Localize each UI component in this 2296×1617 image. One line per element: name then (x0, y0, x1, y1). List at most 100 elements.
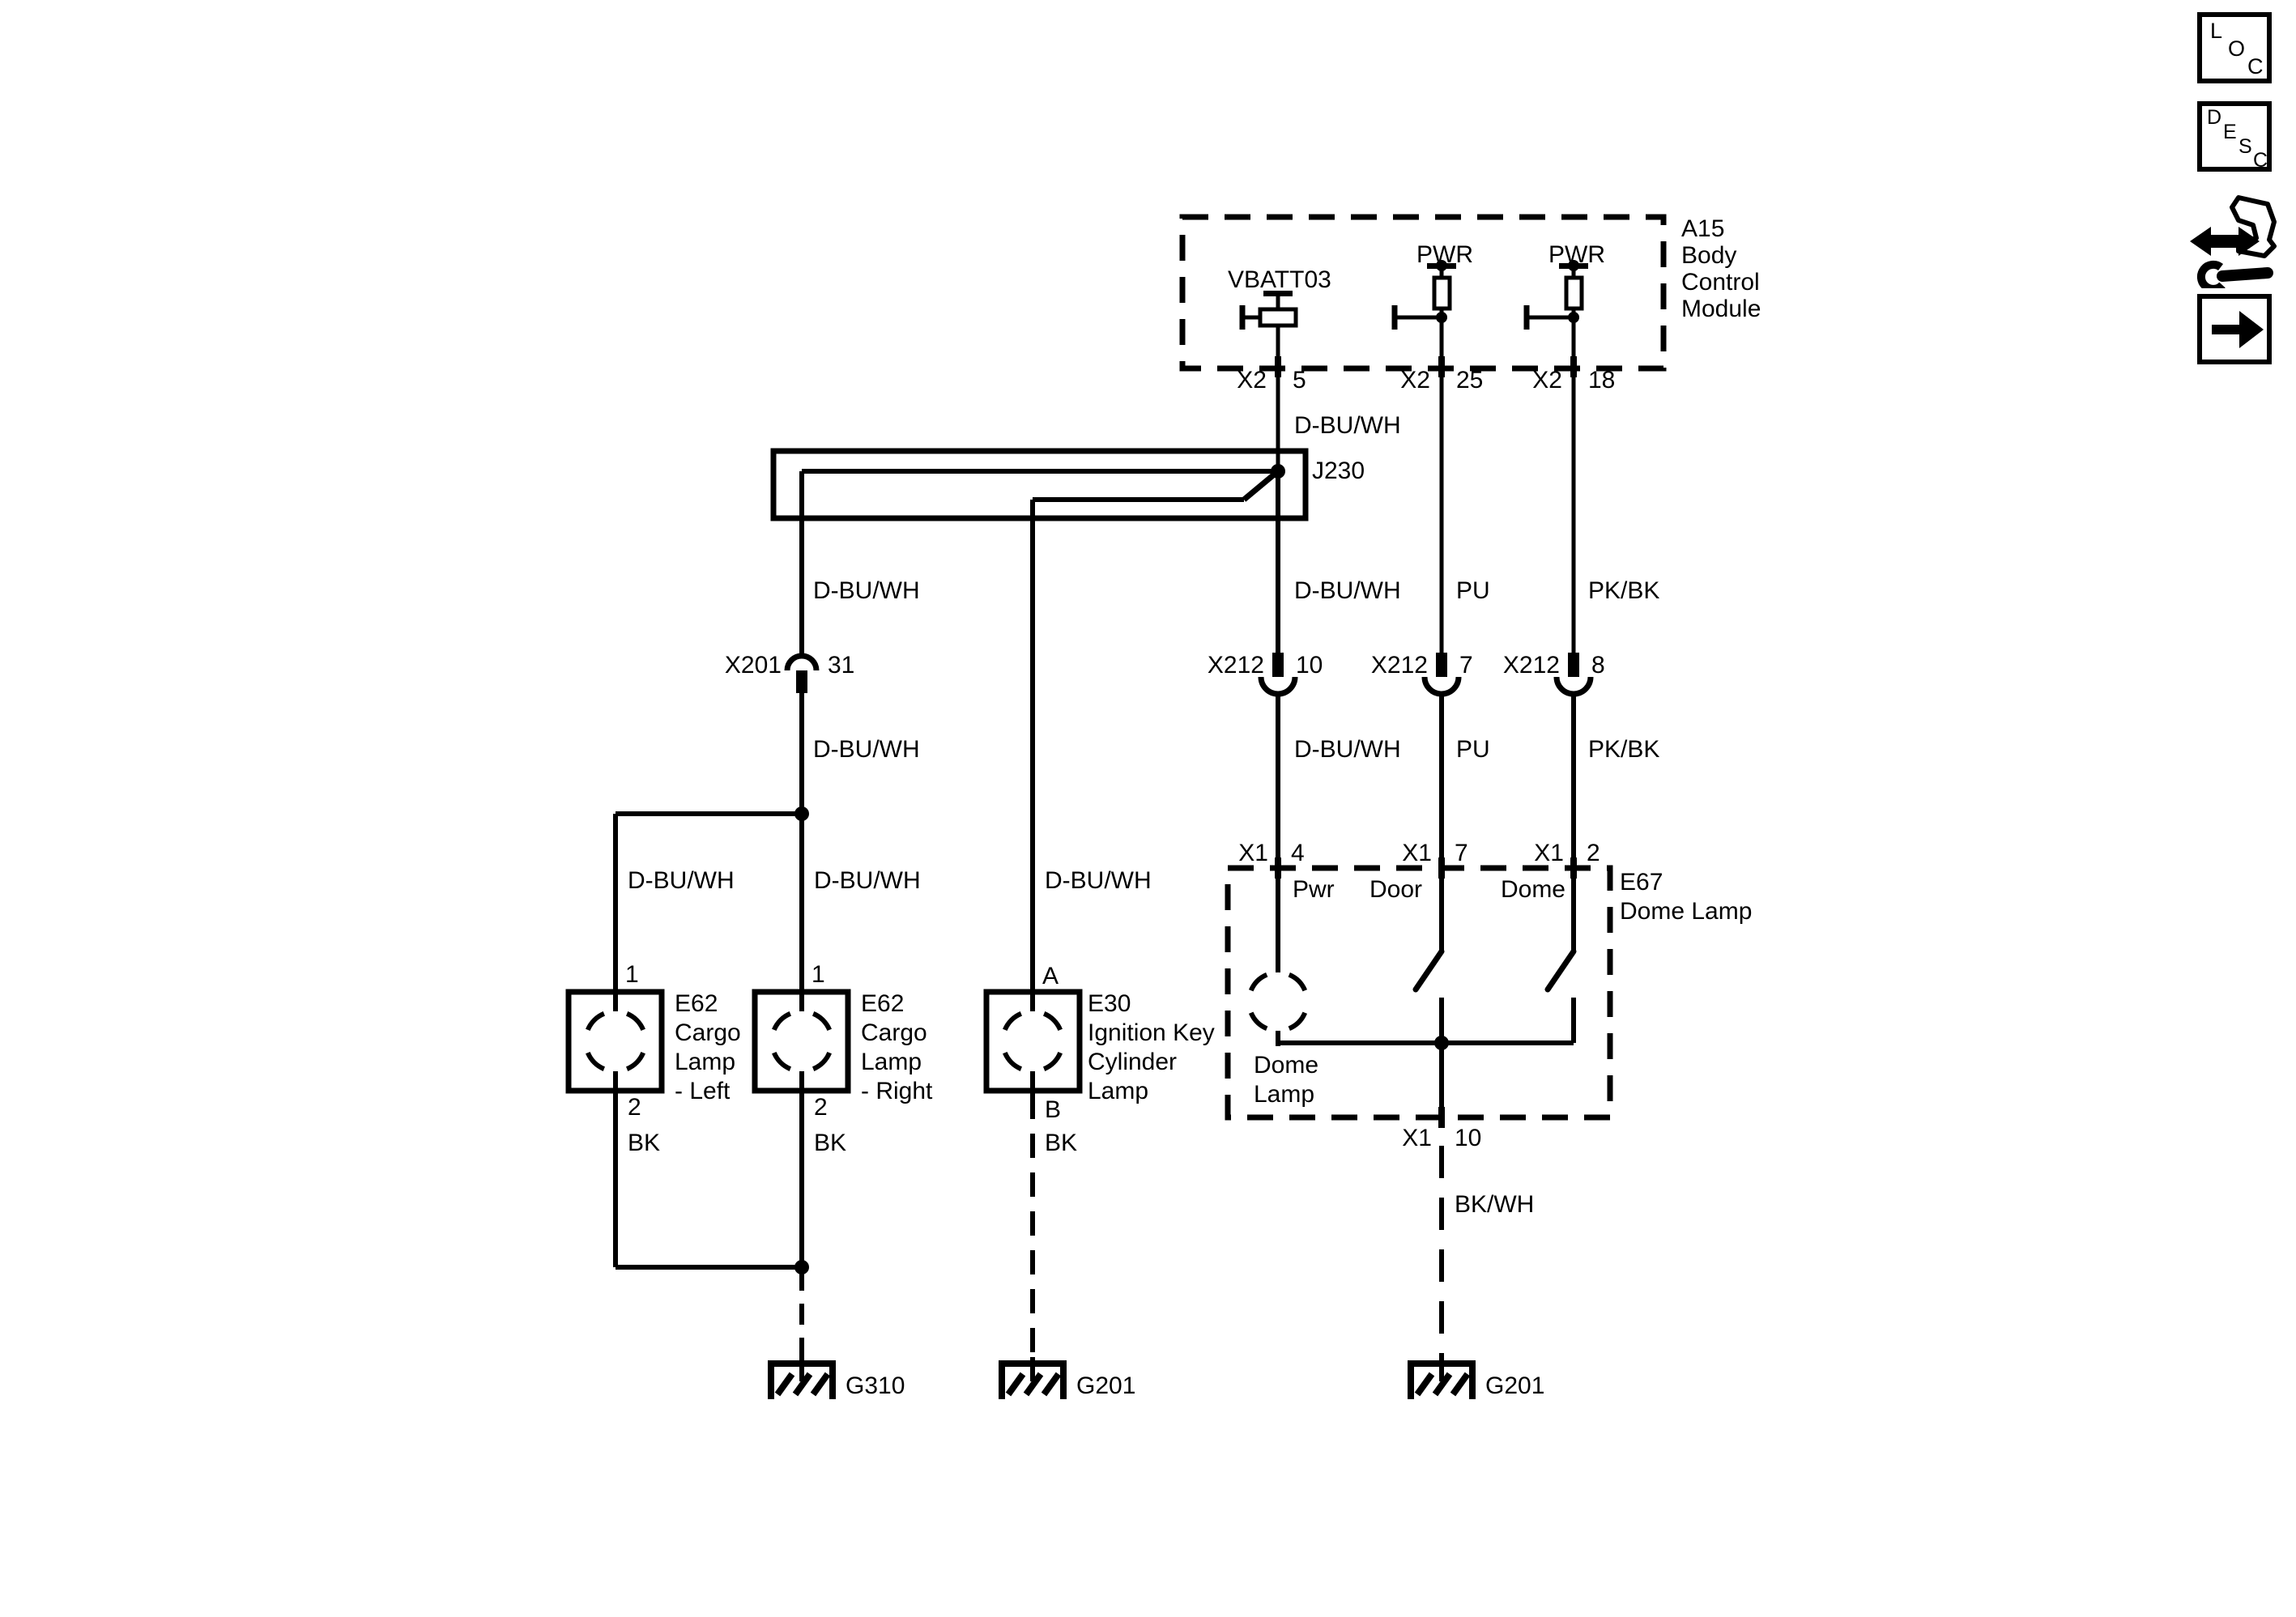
e30-name-line: Ignition Key (1088, 1019, 1215, 1046)
e62-right-name: E62 Cargo Lamp - Right (861, 989, 932, 1106)
e62-left-name-line: E62 (675, 990, 718, 1017)
e62-right-pin2: 2 (814, 1094, 828, 1121)
wire-label-dbuwh: D-BU/WH (1045, 867, 1152, 894)
connector-x212-label: X212 (1502, 652, 1560, 679)
e62-left-name-line: Lamp (675, 1049, 736, 1075)
wire-label-bkwh: BK/WH (1455, 1191, 1535, 1218)
desc-letter: E (2223, 121, 2237, 143)
wire-label-dbuwh: D-BU/WH (1294, 412, 1401, 439)
e30-pinA: A (1042, 963, 1059, 989)
wire-label-pu: PU (1456, 577, 1490, 604)
pwr-left-label: PWR (1416, 241, 1473, 268)
dome-bulb-label: Dome Lamp (1254, 1051, 1318, 1109)
bcm-box (1179, 214, 1667, 372)
connector-x212-label: X212 (1370, 652, 1428, 679)
loc-button[interactable]: L O C (2197, 12, 2272, 83)
e62-right-name-line: E62 (861, 990, 905, 1017)
desc-button[interactable]: D E S C (2197, 101, 2272, 172)
dome-lamp-name: E67 Dome Lamp (1620, 868, 1752, 926)
wire-label-pkbk: PK/BK (1588, 577, 1660, 604)
wire-label-dbuwh: D-BU/WH (813, 577, 920, 604)
pwr-driver-left-symbol (1391, 260, 1456, 330)
e62-right-name-line: - Right (861, 1078, 933, 1104)
bcm-name-line: Module (1681, 296, 1761, 322)
dome-pin-fn-door: Door (1369, 876, 1422, 903)
dome-pin-fn-pwr: Pwr (1293, 876, 1335, 903)
ground-g310-symbol (768, 1360, 836, 1399)
bcm-name-line: A15 (1681, 215, 1725, 242)
connector-x201-pin: 31 (828, 652, 855, 679)
loc-letter: C (2247, 54, 2264, 79)
loc-letter: O (2228, 36, 2246, 61)
next-button[interactable] (2197, 294, 2272, 364)
bcm-name-line: Control (1681, 269, 1760, 296)
wire-cargo-split (613, 693, 809, 1011)
e30-pinB: B (1045, 1096, 1062, 1123)
wire-bk-cargo (613, 1071, 809, 1381)
vbatt03-label: VBATT03 (1228, 266, 1331, 293)
pwr-driver-right-symbol (1523, 260, 1588, 330)
wire-label-pu: PU (1456, 736, 1490, 763)
x1-pin10-conn: X1 (1402, 1125, 1432, 1151)
dome-lamp-internal (1246, 948, 1577, 1127)
pwr-right-label: PWR (1548, 241, 1605, 268)
wire-label-dbuwh: D-BU/WH (628, 867, 735, 894)
splice-j230-symbol (770, 448, 1309, 521)
x1-pin10-num: 10 (1455, 1125, 1482, 1151)
x1-pin4-num: 4 (1291, 840, 1305, 866)
e30-name-line: E30 (1088, 990, 1131, 1017)
dome-bulb-label-line: Lamp (1254, 1081, 1315, 1108)
wire-label-dbuwh: D-BU/WH (1294, 577, 1401, 604)
ground-g310-label: G310 (846, 1372, 905, 1399)
x1-pin7-num: 7 (1455, 840, 1468, 866)
bcm-name: A15 Body Control Module (1681, 215, 1761, 322)
wire-label-dbuwh: D-BU/WH (813, 736, 920, 763)
x1-pin2-conn: X1 (1534, 840, 1564, 866)
desc-letter: D (2207, 106, 2222, 129)
wire-label-bk: BK (628, 1130, 661, 1156)
e30-name-line: Lamp (1088, 1078, 1149, 1104)
x1-pin4-conn: X1 (1238, 840, 1268, 866)
adjust-tools-button[interactable] (2188, 193, 2279, 293)
dome-lamp-name-line: E67 (1620, 869, 1663, 896)
e30-name: E30 Ignition Key Cylinder Lamp (1088, 989, 1215, 1106)
connector-x212-pin: 8 (1591, 652, 1605, 679)
connector-x212-label: X212 (1207, 652, 1264, 679)
ground-g201-dome-symbol (1408, 1360, 1476, 1399)
wire-label-pkbk: PK/BK (1588, 736, 1660, 763)
x2-pin25-num: 25 (1456, 367, 1484, 394)
dome-lamp-box (1225, 865, 1613, 1121)
x2-pin5-num: 5 (1293, 367, 1306, 394)
x2-pin25-conn: X2 (1400, 367, 1430, 394)
dome-bulb-label-line: Dome (1254, 1052, 1319, 1079)
desc-letter: C (2253, 149, 2268, 172)
right-arrow-icon (2212, 311, 2264, 348)
splice-j230-label: J230 (1312, 457, 1365, 484)
desc-letter: S (2238, 135, 2252, 158)
e62-right-name-line: Cargo (861, 1019, 927, 1046)
ground-g201-e30-symbol (999, 1360, 1067, 1399)
wire-label-bk: BK (814, 1130, 847, 1156)
ground-g201-e30-label: G201 (1076, 1372, 1136, 1399)
dome-pin-fn-dome: Dome (1500, 876, 1565, 903)
e62-left-pin1: 1 (625, 961, 639, 988)
e30-name-line: Cylinder (1088, 1049, 1178, 1075)
e62-right-pin1: 1 (811, 961, 825, 988)
wire-label-dbuwh: D-BU/WH (1294, 736, 1401, 763)
bcm-name-line: Body (1681, 242, 1737, 269)
x1-pin7-conn: X1 (1402, 840, 1432, 866)
loc-letter: L (2210, 19, 2223, 43)
connector-x212-pin: 7 (1459, 652, 1473, 679)
connector-x201-label: X201 (724, 652, 782, 679)
e62-left-name-line: Cargo (675, 1019, 741, 1046)
x2-pin18-num: 18 (1588, 367, 1616, 394)
connector-x201-symbol (784, 653, 820, 693)
x2-pin5-conn: X2 (1237, 367, 1267, 394)
pan-wrench-icon (2190, 195, 2277, 293)
wire-label-dbuwh: D-BU/WH (814, 867, 921, 894)
vbatt03-symbol (1239, 291, 1298, 330)
x1-pin2-num: 2 (1587, 840, 1600, 866)
wire-label-bk: BK (1045, 1130, 1078, 1156)
ground-g201-dome-label: G201 (1485, 1372, 1545, 1399)
